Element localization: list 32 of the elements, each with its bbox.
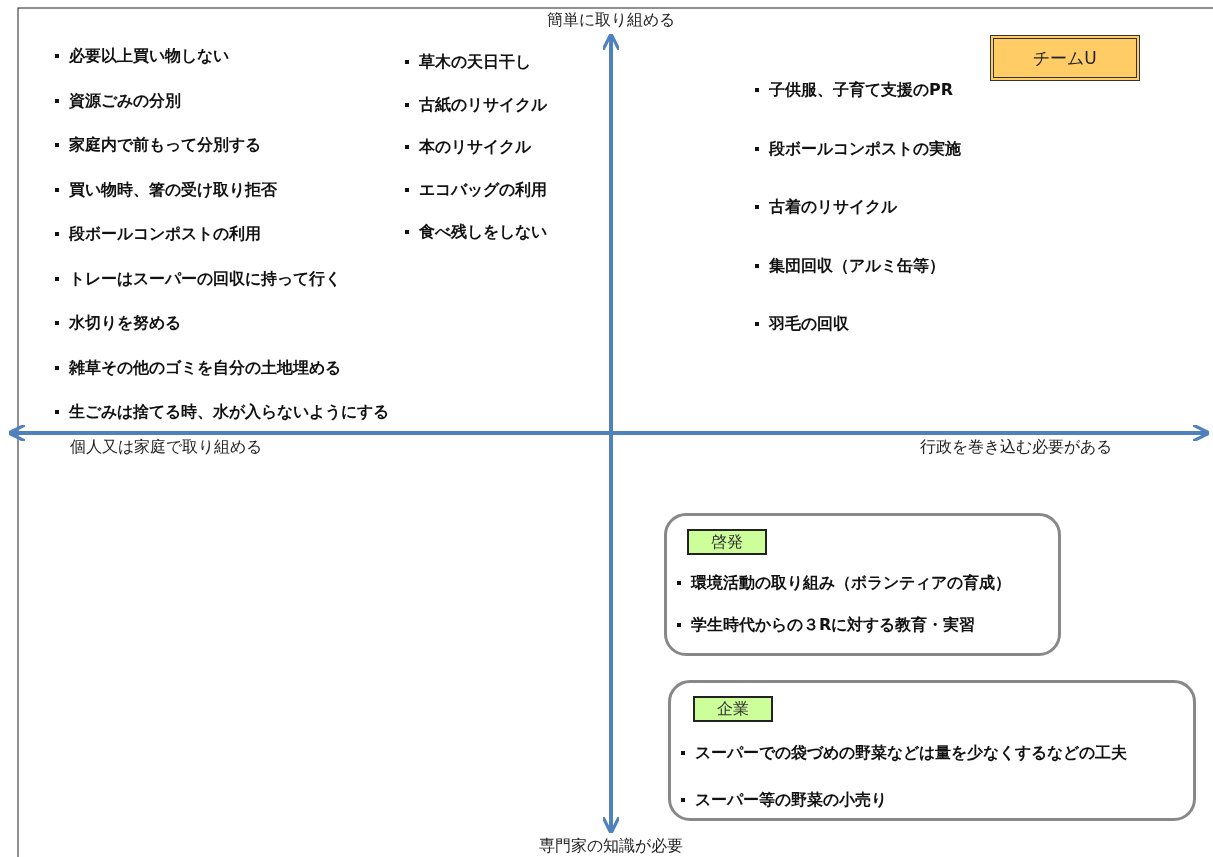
list-item-text: 食べ残しをしない — [405, 222, 547, 243]
list-item-text: 段ボールコンポストの実施 — [755, 138, 961, 160]
list-item-text: エコバッグの利用 — [405, 179, 547, 201]
rounded-group-box — [668, 680, 1196, 821]
list-item-text: 本のリサイクル — [405, 137, 531, 158]
category-tag: 啓発 — [687, 529, 767, 555]
list-item-text: 家庭内で前もって分別する — [55, 135, 261, 156]
list-item-text: スーパー等の野菜の小売り — [681, 790, 887, 811]
list-item-text: 雑草その他のゴミを自分の土地埋める — [55, 357, 341, 379]
list-item-text: 生ごみは捨てる時、水が入らないようにする — [55, 402, 389, 423]
list-item-text: トレーはスーパーの回収に持って行く — [55, 268, 341, 290]
list-item-text: 羽毛の回収 — [755, 314, 849, 335]
category-tag: 企業 — [693, 696, 773, 722]
axis-label: 個人又は家庭で取り組める — [70, 437, 262, 458]
list-item-text: 学生時代からの３Rに対する教育・実習 — [677, 615, 976, 636]
list-item-text: 子供服、子育て支援のPR — [755, 80, 954, 101]
list-item-text: 資源ごみの分別 — [55, 90, 181, 112]
list-item-text: 買い物時、箸の受け取り拒否 — [55, 179, 277, 201]
axis-label: 行政を巻き込む必要がある — [920, 437, 1112, 458]
list-item-text: 段ボールコンポストの利用 — [55, 224, 261, 245]
list-item-text: スーパーでの袋づめの野菜などは量を少なくするなどの工夫 — [681, 743, 1127, 764]
list-item-text: 古着のリサイクル — [755, 197, 897, 218]
list-item-text: 必要以上買い物しない — [55, 46, 229, 67]
list-item-text: 水切りを努める — [55, 313, 181, 334]
team-label-box: チームU — [990, 35, 1140, 81]
list-item-text: 古紙のリサイクル — [405, 94, 547, 116]
list-item-text: 集団回収（アルミ缶等） — [755, 255, 945, 277]
axis-label: 簡単に取り組める — [547, 10, 675, 31]
list-item-text: 草木の天日干し — [405, 52, 531, 73]
axis-label: 専門家の知識が必要 — [539, 836, 683, 857]
list-item-text: 環境活動の取り組み（ボランティアの育成） — [677, 573, 1011, 594]
rounded-group-box — [664, 513, 1061, 656]
